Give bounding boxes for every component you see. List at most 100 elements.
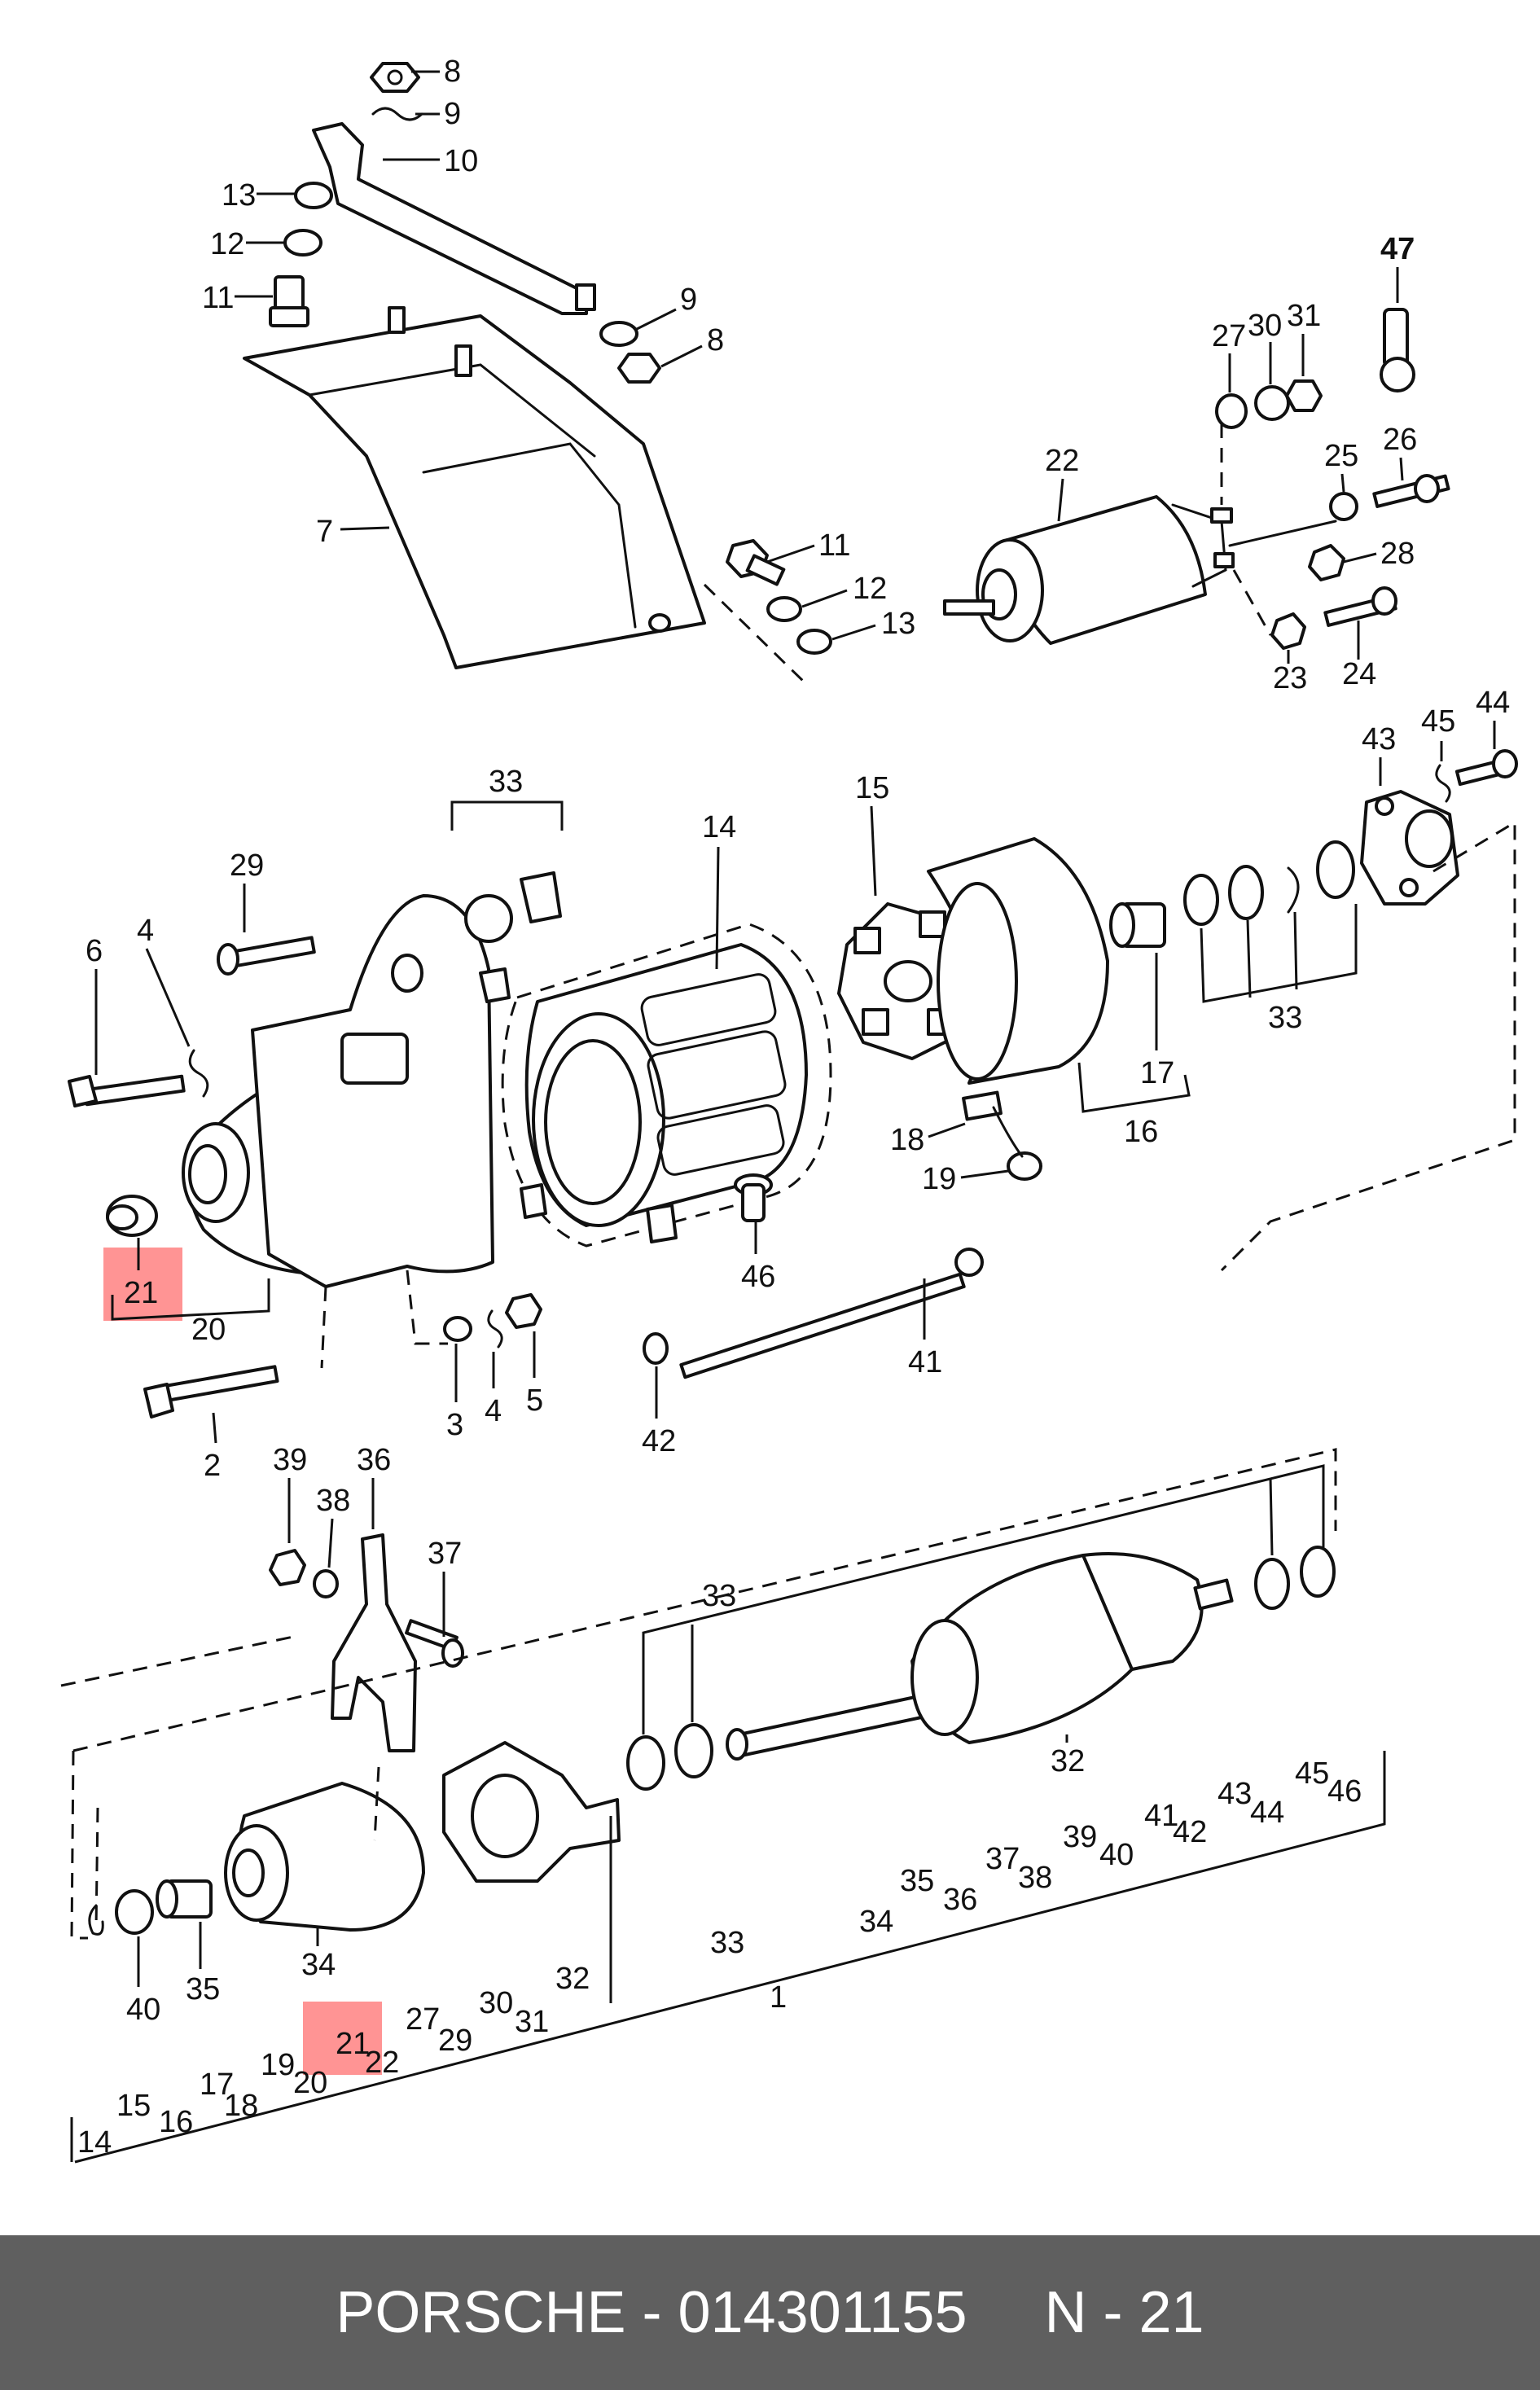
index-21: 21 bbox=[336, 2027, 370, 2061]
index-32: 32 bbox=[555, 1962, 590, 1996]
footer-bar: PORSCHE - 014301155 N - 21 bbox=[0, 2235, 1540, 2390]
callout-14: 14 bbox=[702, 810, 736, 844]
callout-32: 32 bbox=[1051, 1744, 1085, 1778]
callout-33-right: 33 bbox=[1268, 1001, 1302, 1035]
callout-3: 3 bbox=[446, 1408, 463, 1442]
callout-42: 42 bbox=[642, 1424, 676, 1458]
index-36: 36 bbox=[943, 1883, 977, 1917]
callout-1: 1 bbox=[770, 1980, 787, 2015]
index-37: 37 bbox=[985, 1842, 1020, 1876]
index-38: 38 bbox=[1018, 1861, 1052, 1895]
exploded-parts-diagram: 8 9 10 13 12 11 9 8 7 11 12 13 47 27 30 … bbox=[60, 55, 1518, 2164]
callout-labels: 8 9 10 13 12 11 9 8 7 11 12 13 47 27 30 … bbox=[86, 55, 1510, 2027]
callout-8-right: 8 bbox=[707, 323, 724, 357]
callout-22: 22 bbox=[1045, 444, 1079, 478]
armature-pinion-assembly bbox=[60, 1448, 1386, 2164]
callout-7: 7 bbox=[316, 515, 333, 549]
index-22: 22 bbox=[365, 2046, 399, 2080]
index-31: 31 bbox=[515, 2005, 549, 2039]
callout-24: 24 bbox=[1342, 657, 1376, 691]
callout-13-right: 13 bbox=[881, 607, 915, 641]
callout-12-right: 12 bbox=[853, 572, 887, 606]
callout-2: 2 bbox=[204, 1449, 221, 1483]
index-34: 34 bbox=[859, 1905, 893, 1939]
index-15: 15 bbox=[116, 2089, 151, 2123]
callout-13: 13 bbox=[222, 178, 256, 213]
callout-16: 16 bbox=[1124, 1115, 1158, 1149]
index-30: 30 bbox=[479, 1986, 513, 2020]
callout-31: 31 bbox=[1287, 299, 1321, 333]
callout-34: 34 bbox=[301, 1948, 336, 1982]
washer-9-top-icon bbox=[371, 107, 423, 121]
callout-46: 46 bbox=[741, 1260, 775, 1294]
callout-45: 45 bbox=[1421, 704, 1455, 739]
callout-5: 5 bbox=[526, 1384, 543, 1418]
callout-11: 11 bbox=[202, 281, 234, 315]
mounting-bracket-assembly bbox=[243, 62, 832, 686]
bolt-6-icon bbox=[83, 1074, 186, 1107]
callout-36: 36 bbox=[357, 1443, 391, 1477]
callout-15: 15 bbox=[855, 771, 889, 805]
callout-12: 12 bbox=[210, 227, 244, 261]
callout-44: 44 bbox=[1476, 686, 1510, 720]
callout-43: 43 bbox=[1362, 722, 1396, 756]
callout-30: 30 bbox=[1248, 309, 1282, 343]
index-27: 27 bbox=[406, 2002, 440, 2037]
brand-name: PORSCHE bbox=[336, 2280, 626, 2345]
highlight-21-lower bbox=[303, 2002, 382, 2075]
cover-7-icon bbox=[243, 314, 706, 669]
index-29: 29 bbox=[438, 2024, 472, 2058]
callout-29: 29 bbox=[230, 849, 264, 883]
shift-fork-36-icon bbox=[331, 1533, 417, 1752]
index-17: 17 bbox=[200, 2068, 234, 2102]
index-16: 16 bbox=[159, 2105, 193, 2139]
brand-separator: - bbox=[625, 2280, 678, 2345]
callout-8: 8 bbox=[444, 55, 461, 89]
callout-19: 19 bbox=[922, 1162, 956, 1196]
index-20: 20 bbox=[293, 2066, 327, 2100]
highlight-21-upper bbox=[103, 1248, 182, 1321]
index-42: 42 bbox=[1173, 1815, 1207, 1849]
index-40: 40 bbox=[1099, 1838, 1134, 1872]
callout-4-lower: 4 bbox=[485, 1394, 502, 1428]
callout-6: 6 bbox=[86, 934, 103, 968]
index-39: 39 bbox=[1063, 1820, 1097, 1854]
index-46: 46 bbox=[1327, 1774, 1362, 1809]
callout-11-right: 11 bbox=[818, 528, 850, 563]
callout-23: 23 bbox=[1273, 661, 1307, 695]
index-44: 44 bbox=[1250, 1796, 1284, 1830]
nut-8-top-icon bbox=[370, 62, 420, 93]
callout-47: 47 bbox=[1380, 232, 1415, 266]
callout-17: 17 bbox=[1140, 1056, 1174, 1090]
through-bolt-41-icon bbox=[679, 1272, 966, 1379]
index-35: 35 bbox=[900, 1864, 934, 1898]
starter-motor-assembly bbox=[68, 749, 1518, 1419]
callout-25: 25 bbox=[1324, 439, 1358, 473]
callout-33-top: 33 bbox=[489, 765, 523, 799]
callout-20: 20 bbox=[191, 1313, 226, 1347]
callout-39: 39 bbox=[273, 1443, 307, 1477]
solenoid-assembly bbox=[943, 308, 1450, 650]
part-number: 014301155 bbox=[678, 2280, 967, 2345]
callout-41: 41 bbox=[908, 1345, 942, 1379]
index-18: 18 bbox=[224, 2089, 258, 2123]
callout-28: 28 bbox=[1380, 537, 1415, 571]
index-14: 14 bbox=[77, 2125, 112, 2160]
callout-9: 9 bbox=[444, 97, 461, 131]
callout-38: 38 bbox=[316, 1484, 350, 1518]
index-19: 19 bbox=[261, 2048, 295, 2082]
callout-9-right: 9 bbox=[680, 283, 697, 317]
callout-21-upper: 21 bbox=[124, 1276, 158, 1310]
callout-35: 35 bbox=[186, 1972, 220, 2006]
callout-4: 4 bbox=[137, 914, 154, 948]
callout-10: 10 bbox=[444, 144, 478, 178]
callout-26: 26 bbox=[1383, 423, 1417, 457]
callout-40: 40 bbox=[126, 1993, 160, 2027]
index-41: 41 bbox=[1144, 1799, 1178, 1833]
index-33: 33 bbox=[710, 1926, 744, 1960]
index-list: 14 15 16 17 18 19 20 21 22 27 29 30 31 3… bbox=[77, 1756, 1362, 2160]
index-43: 43 bbox=[1218, 1777, 1252, 1811]
callout-18: 18 bbox=[890, 1123, 924, 1157]
position-number: 21 bbox=[1139, 2280, 1204, 2345]
position-prefix: N - bbox=[1044, 2280, 1139, 2345]
